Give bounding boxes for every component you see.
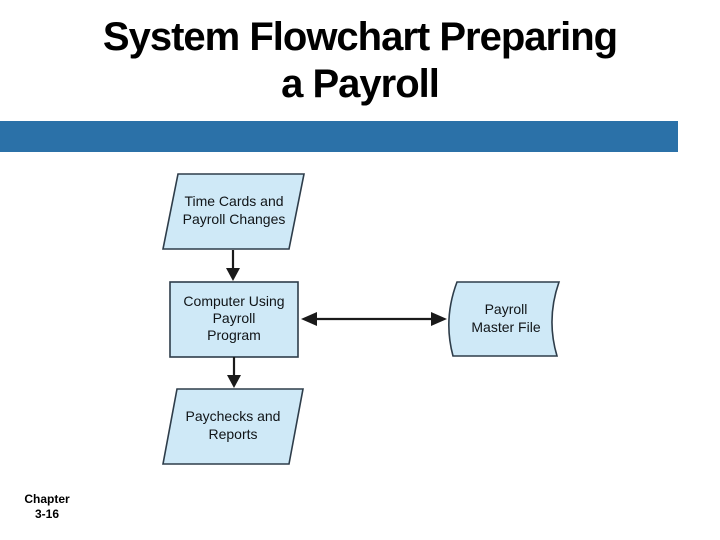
node-label-payroll-master-file: Payroll Master File (450, 300, 562, 336)
arrow-process-to-output (227, 357, 241, 388)
stored-data-shape (448, 281, 561, 357)
node-label-payroll-program: Computer Using Payroll Program (170, 293, 298, 344)
arrow-input-to-process (226, 250, 240, 281)
node-label-paychecks: Paychecks and Reports (165, 407, 301, 443)
node-label-line: Reports (208, 426, 258, 442)
node-label-line: Payroll Changes (182, 211, 286, 227)
footer-chapter-label: Chapter (24, 492, 70, 506)
output-parallelogram-shape (162, 388, 304, 465)
node-label-line: Computer Using (183, 293, 285, 309)
node-label-line: Master File (471, 319, 541, 335)
node-label-time-cards: Time Cards and Payroll Changes (166, 192, 302, 228)
slide-title-line1: System Flowchart Preparing (102, 15, 618, 59)
input-parallelogram-shape (162, 173, 305, 250)
footer-page-number: 3-16 (34, 507, 60, 521)
slide-footer: Chapter 3-16 (22, 492, 72, 522)
node-label-line: Payroll (484, 301, 528, 317)
node-label-line: Paychecks and (185, 408, 281, 424)
slide-title: System Flowchart Preparing a Payroll (0, 14, 720, 108)
node-label-line: Time Cards and (184, 193, 284, 209)
double-arrow-process-storage (301, 312, 447, 326)
slide-title-line2: a Payroll (281, 62, 440, 106)
node-label-line: Program (207, 327, 261, 343)
process-rectangle-shape (169, 281, 299, 358)
title-underline-bar (0, 121, 678, 152)
node-label-line: Payroll (212, 310, 256, 326)
